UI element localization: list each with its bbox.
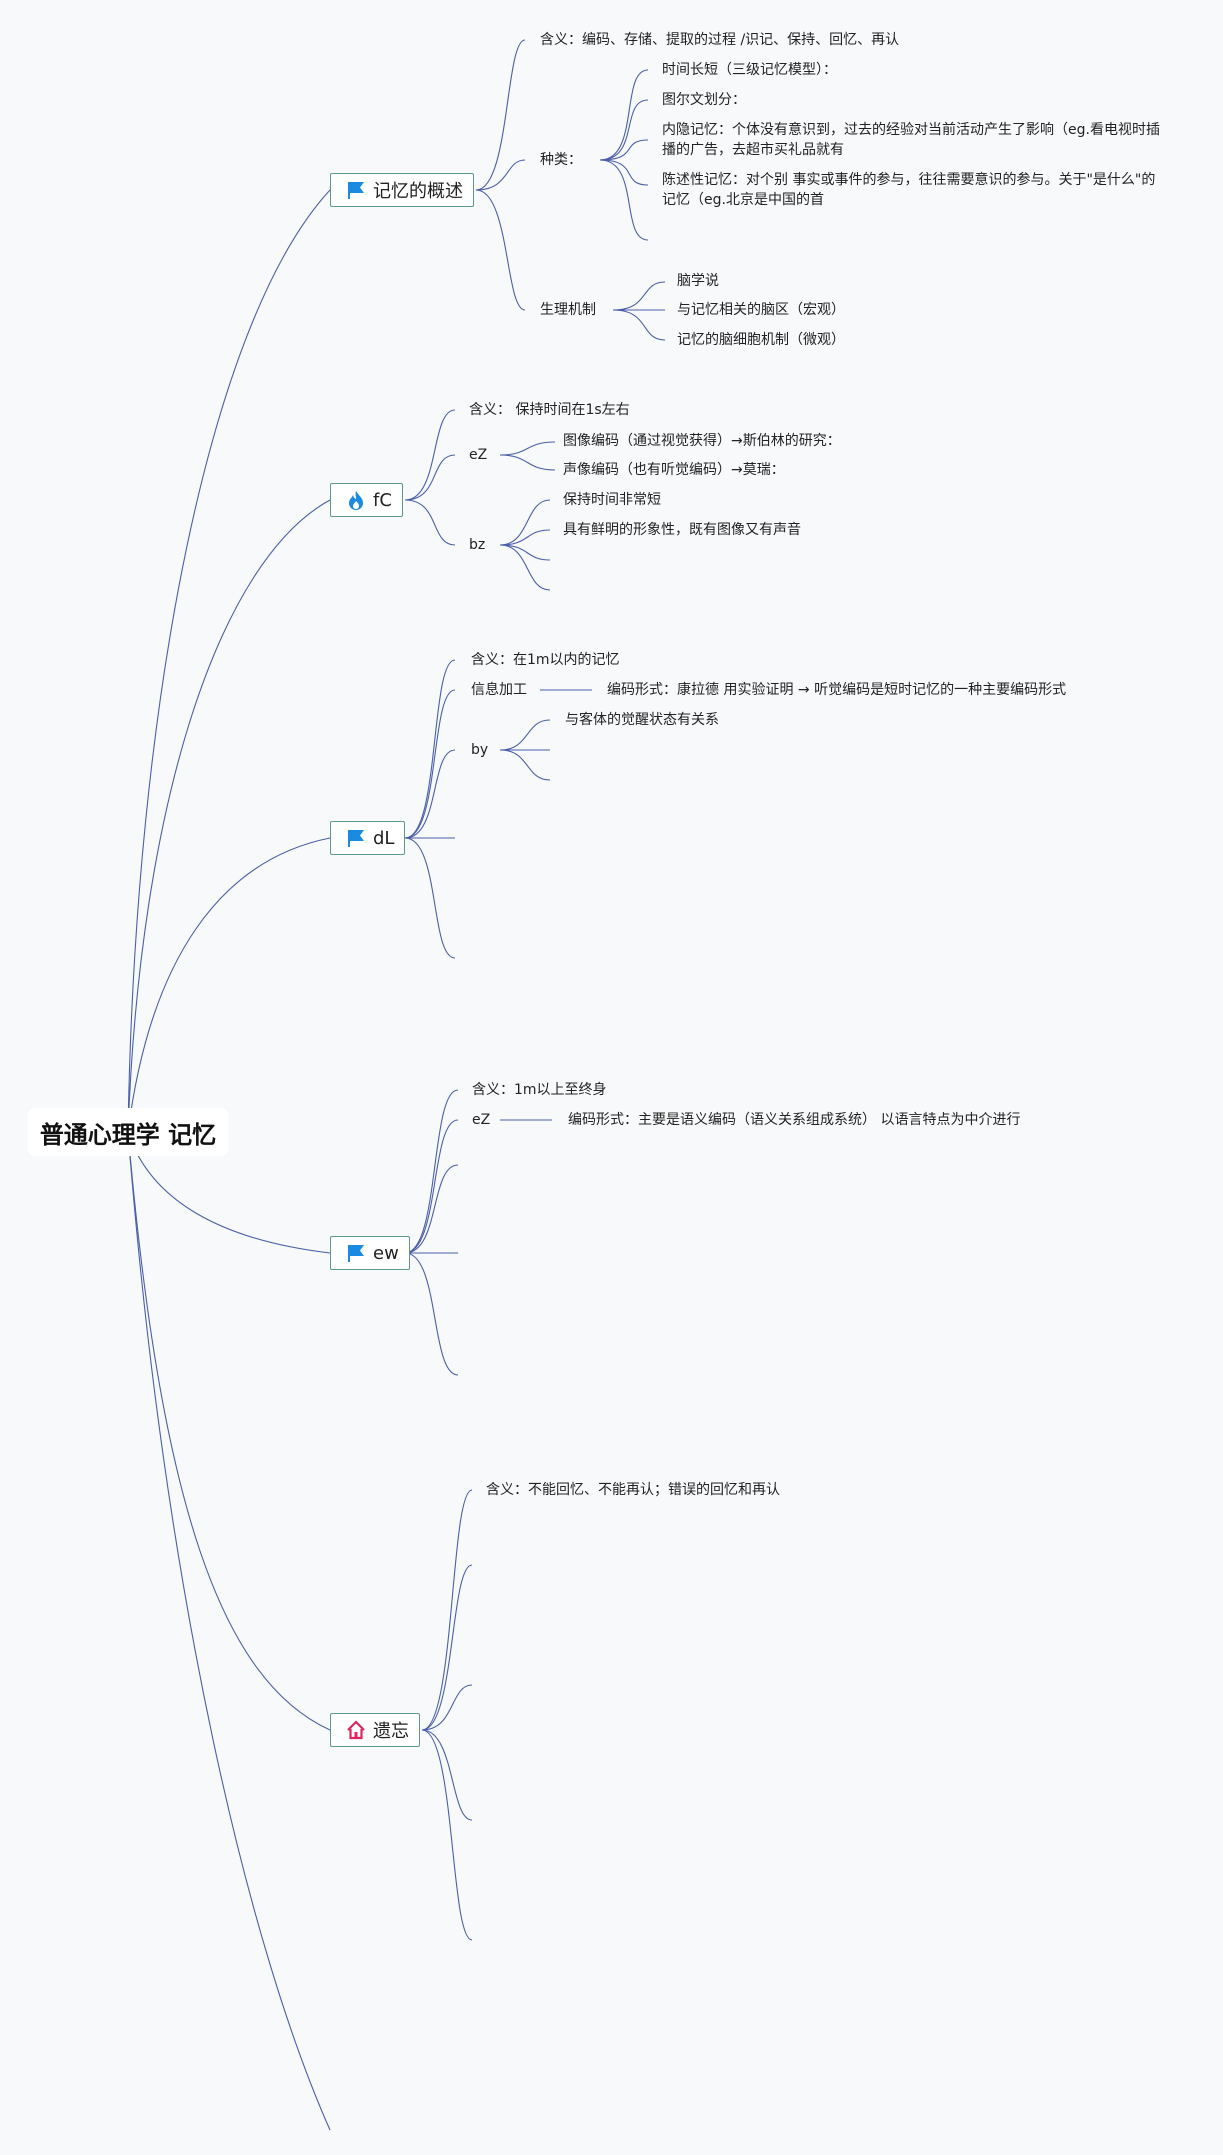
flag-icon bbox=[345, 1242, 367, 1264]
topic-label: ew bbox=[373, 1242, 399, 1264]
short-term-factors-label[interactable]: by bbox=[471, 742, 489, 758]
sensory-features-item[interactable]: 具有鲜明的形象性，既有图像又有声音 bbox=[563, 522, 801, 538]
types-item[interactable]: 时间长短（三级记忆模型）： bbox=[662, 62, 837, 78]
sensory-encoding-item[interactable]: 声像编码（也有听觉编码）→莫瑞： bbox=[563, 462, 785, 478]
types-item[interactable]: 内隐记忆：个体没有意识到，过去的经验对当前活动产生了影响（eg.看电视时插播的广… bbox=[662, 122, 1160, 158]
types-item[interactable]: 陈述性记忆：对个别 事实或事件的参与，往往需要意识的参与。关于"是什么"的记忆（… bbox=[662, 172, 1156, 208]
sensory-encoding-label[interactable]: eZ bbox=[469, 447, 488, 463]
topic-label: 遗忘 bbox=[373, 1721, 409, 1742]
topic-label: 记忆的概述 bbox=[373, 181, 463, 202]
root-title: 普通心理学 记忆 bbox=[39, 1120, 217, 1149]
sensory-features-label[interactable]: bz bbox=[469, 537, 486, 553]
long-term-meaning[interactable]: 含义：1m以上至终身 bbox=[472, 1082, 607, 1098]
short-term-factors-item[interactable]: 与客体的觉醒状态有关系 bbox=[565, 712, 719, 728]
topic-forgetting[interactable]: 遗忘 bbox=[330, 1713, 420, 1747]
topic-long-term-memory[interactable]: ew bbox=[330, 1236, 410, 1270]
long-term-encoding-label[interactable]: eZ bbox=[472, 1112, 491, 1128]
topic-label: dL bbox=[373, 827, 395, 849]
topic-label: fC bbox=[373, 489, 392, 511]
short-term-processing-label[interactable]: 信息加工 bbox=[471, 682, 527, 698]
long-term-encoding-item[interactable]: 编码形式：主要是语义编码（语义关系组成系统） 以语言特点为中介进行 bbox=[568, 1112, 1021, 1128]
sensory-features-item[interactable]: 保持时间非常短 bbox=[563, 492, 661, 508]
overview-physiology-label[interactable]: 生理机制 bbox=[540, 302, 596, 318]
short-term-meaning[interactable]: 含义：在1m以内的记忆 bbox=[471, 652, 620, 668]
physiology-item[interactable]: 脑学说 bbox=[677, 273, 719, 289]
topic-sensory-memory[interactable]: fC bbox=[330, 483, 403, 517]
topic-short-term-memory[interactable]: dL bbox=[330, 821, 406, 855]
fire-icon bbox=[345, 489, 367, 511]
physiology-item[interactable]: 与记忆相关的脑区（宏观） bbox=[677, 302, 845, 318]
overview-types-label[interactable]: 种类： bbox=[540, 152, 582, 168]
short-term-processing-item[interactable]: 编码形式：康拉德 用实验证明 → 听觉编码是短时记忆的一种主要编码形式 bbox=[607, 682, 1067, 698]
overview-meaning[interactable]: 含义：编码、存储、提取的过程 /识记、保持、回忆、再认 bbox=[540, 32, 900, 48]
forgetting-meaning[interactable]: 含义：不能回忆、不能再认；错误的回忆和再认 bbox=[486, 1482, 780, 1498]
home-icon bbox=[345, 1719, 367, 1741]
topic-memory-overview[interactable]: 记忆的概述 bbox=[330, 173, 474, 207]
sensory-meaning[interactable]: 含义： 保持时间在1s左右 bbox=[469, 402, 630, 418]
flag-icon bbox=[345, 827, 367, 849]
flag-icon bbox=[345, 179, 367, 201]
root-topic[interactable]: 普通心理学 记忆 bbox=[28, 1108, 228, 1156]
physiology-item[interactable]: 记忆的脑细胞机制（微观） bbox=[677, 332, 845, 348]
types-item[interactable]: 图尔文划分： bbox=[662, 92, 746, 108]
sensory-encoding-item[interactable]: 图像编码（通过视觉获得）→斯伯林的研究： bbox=[563, 433, 841, 449]
